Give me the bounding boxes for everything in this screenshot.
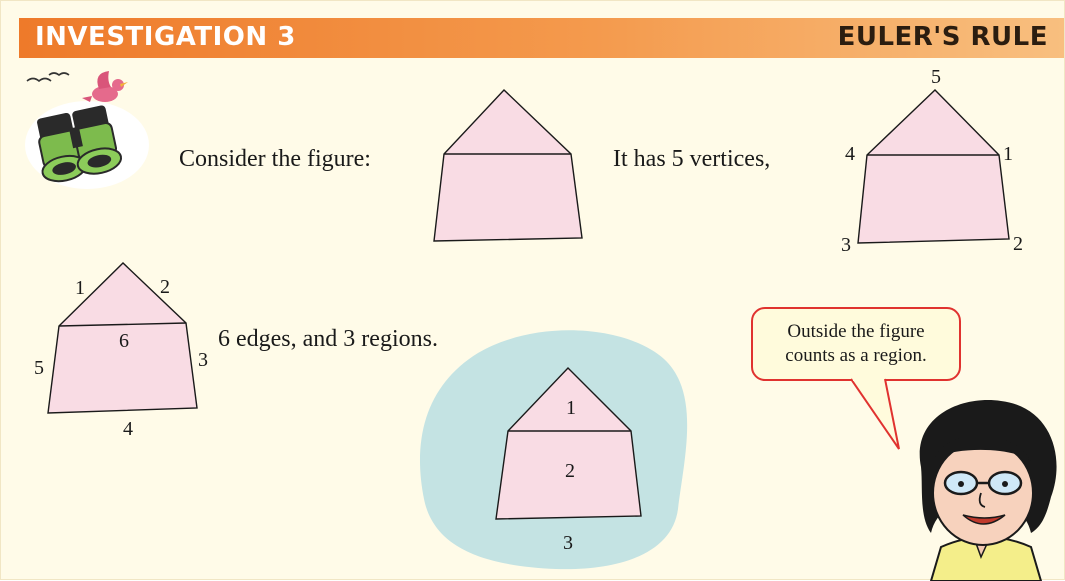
edge-label-4: 4 bbox=[123, 418, 133, 440]
edge-label-3: 3 bbox=[198, 349, 208, 371]
vertex-label-4: 4 bbox=[845, 143, 855, 165]
region-label-1: 1 bbox=[566, 397, 576, 419]
speech-bubble-line-2: counts as a region. bbox=[785, 344, 926, 368]
edge-label-1: 1 bbox=[75, 277, 85, 299]
vertex-label-3: 3 bbox=[841, 234, 851, 256]
vertices-figure: 5 1 4 2 3 bbox=[831, 63, 1031, 263]
house-figure bbox=[431, 86, 587, 246]
edge-label-5: 5 bbox=[34, 357, 44, 379]
bird-icon bbox=[82, 71, 128, 102]
region-label-2: 2 bbox=[565, 460, 575, 482]
edges-regions-text: 6 edges, and 3 regions. bbox=[218, 326, 438, 353]
binoculars-icon bbox=[19, 67, 164, 192]
speech-bubble: Outside the figure counts as a region. bbox=[751, 307, 961, 381]
vertex-label-5: 5 bbox=[931, 66, 941, 88]
region-label-3: 3 bbox=[563, 532, 573, 554]
vertex-label-2: 2 bbox=[1013, 233, 1023, 255]
investigation-topic: EULER'S RULE bbox=[838, 22, 1048, 52]
vertices-text: It has 5 vertices, bbox=[613, 146, 770, 173]
vertex-label-1: 1 bbox=[1003, 143, 1013, 165]
consider-text: Consider the figure: bbox=[179, 146, 371, 173]
speech-bubble-line-1: Outside the figure bbox=[787, 320, 924, 344]
investigation-title: INVESTIGATION 3 bbox=[35, 22, 296, 52]
character-illustration bbox=[901, 397, 1065, 581]
character-face bbox=[933, 441, 1033, 545]
investigation-header: INVESTIGATION 3 EULER'S RULE bbox=[19, 18, 1064, 58]
regions-figure: 1 2 3 bbox=[416, 319, 706, 579]
edge-label-6: 6 bbox=[119, 330, 129, 352]
edges-figure: 1 2 6 5 3 4 bbox=[29, 256, 214, 441]
edge-label-2: 2 bbox=[160, 276, 170, 298]
